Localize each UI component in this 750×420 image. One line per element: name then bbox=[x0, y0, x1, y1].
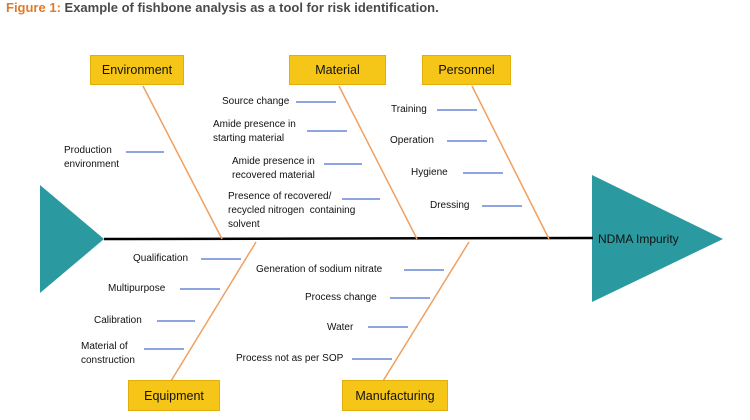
personnel-bone bbox=[471, 85, 550, 240]
figure-title: Figure 1: Example of fishbone analysis a… bbox=[6, 0, 439, 15]
figure-title-prefix: Figure 1: bbox=[6, 0, 61, 15]
head-arrow bbox=[592, 175, 723, 302]
environment-label: Environment bbox=[101, 63, 173, 77]
material-label: Material bbox=[315, 63, 360, 77]
manufacturing-bone bbox=[382, 241, 470, 382]
effect-label: NDMA Impurity bbox=[598, 232, 679, 246]
personnel-category: Personnel bbox=[422, 55, 511, 85]
environment-category: Environment bbox=[90, 55, 184, 85]
cause-label: Water bbox=[327, 322, 354, 333]
cause-label: Hygiene bbox=[411, 167, 448, 178]
environment-bone bbox=[142, 85, 223, 240]
figure-title-text: Example of fishbone analysis as a tool f… bbox=[64, 0, 439, 15]
material-bone bbox=[338, 85, 418, 240]
cause-label: Dressing bbox=[430, 200, 470, 211]
equipment-label: Equipment bbox=[144, 388, 204, 403]
manufacturing-category: Manufacturing bbox=[342, 380, 448, 411]
cause-label: Calibration bbox=[94, 315, 142, 326]
cause-label: Process not as per SOP bbox=[236, 353, 344, 364]
cause-label: Process change bbox=[305, 292, 377, 303]
material-category: Material bbox=[289, 55, 386, 85]
cause-label: Generation of sodium nitrate bbox=[256, 264, 383, 275]
cause-label: Material of construction bbox=[81, 341, 135, 366]
cause-label: Multipurpose bbox=[108, 283, 166, 294]
cause-label: Operation bbox=[390, 135, 434, 146]
cause-label: Qualification bbox=[133, 253, 189, 264]
cause-label: Amide presence in starting material bbox=[213, 119, 296, 144]
cause-label: Presence of recovered/ recycled nitrogen… bbox=[228, 191, 356, 230]
manufacturing-label: Manufacturing bbox=[355, 388, 435, 403]
personnel-label: Personnel bbox=[438, 63, 495, 77]
spine bbox=[103, 236, 594, 241]
cause-label: Amide presence in recovered material bbox=[232, 156, 315, 181]
cause-ticks bbox=[126, 101, 522, 360]
cause-label: Production environment bbox=[64, 145, 120, 170]
equipment-category: Equipment bbox=[128, 380, 220, 411]
cause-label: Training bbox=[391, 104, 427, 115]
equipment-bone bbox=[170, 241, 257, 382]
tail-arrow bbox=[40, 185, 104, 293]
cause-label: Source change bbox=[222, 96, 290, 107]
